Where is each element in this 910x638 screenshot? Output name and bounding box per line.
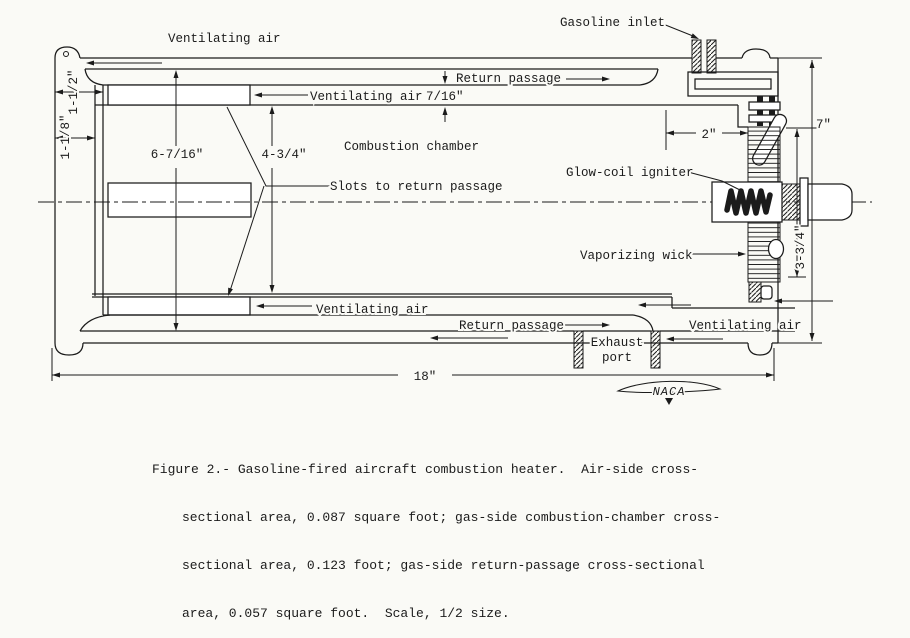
inlet-fitting-right bbox=[706, 39, 717, 74]
wick-bolt-head bbox=[760, 285, 773, 300]
exhaust-port-stubs bbox=[573, 330, 661, 369]
igniter-plug-body bbox=[807, 183, 853, 221]
fuel-gallery-inner bbox=[694, 78, 772, 90]
figure-caption: Figure 2.- Gasoline-fired aircraft combu… bbox=[152, 430, 792, 638]
caption-line-4: area, 0.057 square foot. Scale, 1/2 size… bbox=[182, 606, 510, 621]
caption-line-2: sectional area, 0.087 square foot; gas-s… bbox=[182, 510, 721, 525]
igniter-terminal-left bbox=[757, 96, 763, 126]
upper-spacer-block bbox=[107, 84, 251, 106]
fuel-gallery-outer bbox=[687, 71, 779, 97]
glow-coil bbox=[724, 188, 773, 216]
heater-cross-section-diagram: NACA Ventilating air Gasoline inlet Retu… bbox=[38, 14, 872, 405]
wick-bolt bbox=[748, 281, 762, 303]
label-exhaust-port-line1: Exhaust bbox=[591, 336, 644, 350]
caption-line-3: sectional area, 0.123 foot; gas-side ret… bbox=[182, 558, 705, 573]
inlet-fitting-left bbox=[691, 39, 702, 74]
flow-arrows bbox=[86, 60, 833, 342]
dim-wick-height: 3-3/4" bbox=[794, 224, 808, 269]
leader-lines bbox=[226, 21, 741, 296]
vaporizing-wick-upper bbox=[747, 126, 781, 183]
label-ventilating-air-upper: Ventilating air bbox=[310, 90, 423, 104]
dim-overall-length: 18" bbox=[414, 370, 437, 384]
dim-overall-height: 7" bbox=[816, 118, 831, 132]
naca-logo-text: NACA bbox=[653, 385, 686, 399]
gasoline-inlet-assembly bbox=[687, 39, 779, 97]
rivet-hole bbox=[63, 51, 69, 57]
label-return-passage-bottom: Return passage bbox=[459, 319, 564, 333]
wick-and-igniter-assembly bbox=[711, 96, 853, 303]
terminal-flange-upper bbox=[748, 101, 781, 111]
label-ventilating-air-top: Ventilating air bbox=[168, 32, 281, 46]
dim-left-step-lower: 1-1/8" bbox=[59, 114, 73, 159]
igniter-terminal-right bbox=[769, 96, 775, 126]
label-glow-coil-igniter: Glow-coil igniter bbox=[566, 166, 694, 180]
label-combustion-chamber: Combustion chamber bbox=[344, 140, 479, 154]
lower-spacer-block bbox=[107, 296, 251, 316]
igniter-flange bbox=[799, 177, 809, 227]
naca-emblem: NACA bbox=[616, 380, 722, 405]
caption-line-1: Figure 2.- Gasoline-fired aircraft combu… bbox=[152, 462, 699, 477]
label-ventilating-air-bottom-right: Ventilating air bbox=[689, 319, 802, 333]
dimension-lines bbox=[51, 57, 822, 381]
label-ventilating-air-lower: Ventilating air bbox=[316, 303, 429, 317]
dim-vent-passage-height: 7/16" bbox=[426, 90, 464, 104]
dim-shell-height: 6-7/16" bbox=[151, 148, 204, 162]
air-passages bbox=[79, 68, 795, 332]
central-tube bbox=[107, 182, 252, 218]
label-gasoline-inlet: Gasoline inlet bbox=[560, 16, 665, 30]
label-exhaust-port-line2: port bbox=[602, 351, 632, 365]
wick-hole bbox=[767, 238, 785, 260]
dim-wick-offset: 2" bbox=[701, 128, 716, 142]
label-slots-to-return-passage: Slots to return passage bbox=[330, 180, 503, 194]
dim-left-step-upper: 1-1/2" bbox=[67, 69, 81, 114]
label-vaporizing-wick: Vaporizing wick bbox=[580, 249, 693, 263]
label-return-passage-top: Return passage bbox=[456, 72, 561, 86]
dim-chamber-height: 4-3/4" bbox=[261, 148, 306, 162]
